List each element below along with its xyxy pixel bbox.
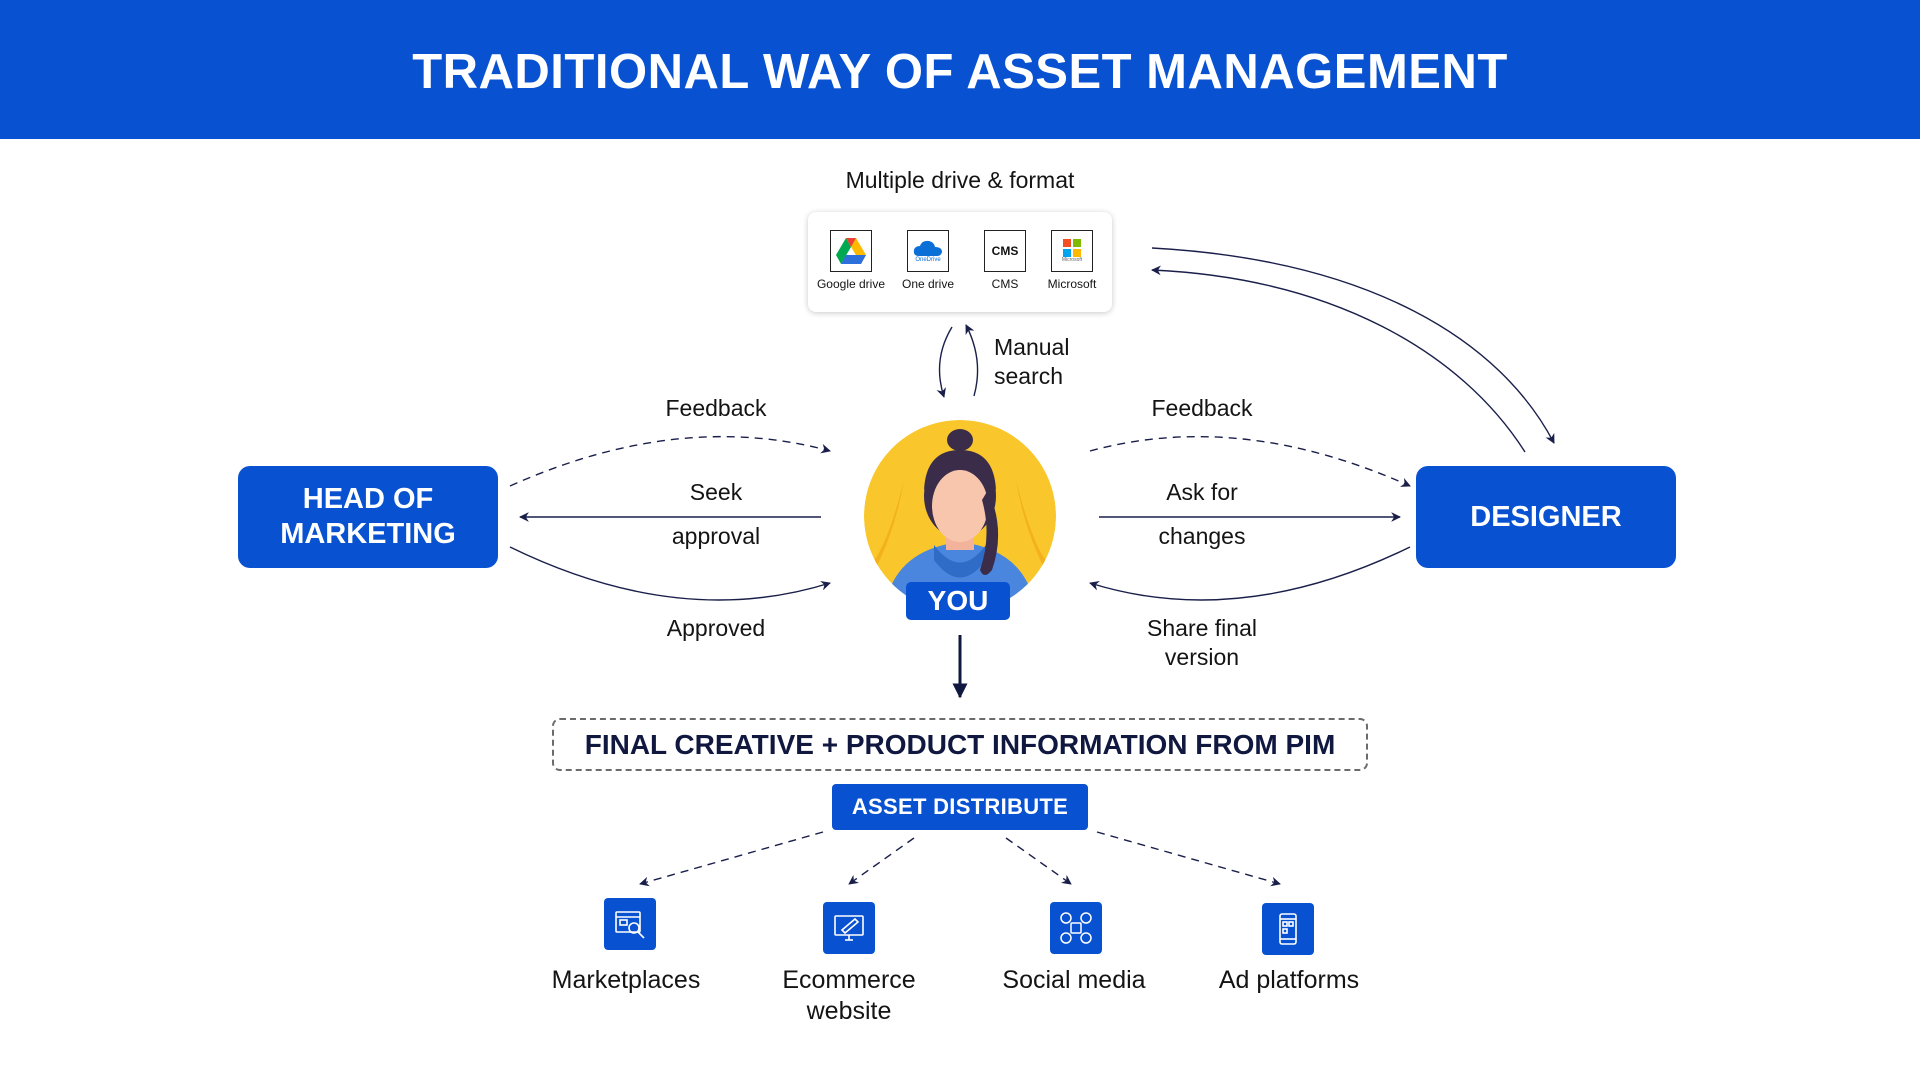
left-approved-label: Approved	[666, 615, 766, 641]
right-share-label: Share final version	[1102, 614, 1302, 672]
share-line1: Share final	[1147, 615, 1257, 641]
channel-ad-platforms: Ad platforms	[1179, 965, 1399, 996]
final-creative-box: FINAL CREATIVE + PRODUCT INFORMATION FRO…	[552, 718, 1368, 771]
microsoft-icon: Microsoft	[1051, 230, 1093, 272]
channel-social-media: Social media	[964, 965, 1184, 996]
left-seek-label: Seek	[689, 479, 743, 505]
channel-marketplaces: Marketplaces	[516, 965, 736, 996]
drive-label: One drive	[901, 277, 955, 291]
you-badge: YOU	[906, 582, 1010, 620]
page-title: TRADITIONAL WAY OF ASSET MANAGEMENT	[412, 45, 1508, 99]
left-approval-label: approval	[671, 523, 761, 549]
drive-label: CMS	[991, 277, 1019, 291]
left-feedback-label: Feedback	[665, 395, 767, 421]
drive-label: Microsoft	[1047, 277, 1097, 291]
microsoft-logo-text: Microsoft	[1061, 256, 1083, 263]
manual-search-line1: Manual	[994, 334, 1070, 360]
channel-line2: website	[806, 997, 892, 1025]
drive-onedrive: OneDrive One drive	[892, 230, 964, 291]
social-media-icon	[1050, 902, 1102, 954]
cms-logo-text: CMS	[991, 244, 1019, 258]
right-ask-label: Ask for	[1166, 479, 1238, 505]
marketplace-icon	[604, 898, 656, 950]
cms-icon: CMS	[984, 230, 1026, 272]
share-line2: version	[1164, 644, 1240, 670]
onedrive-logo-text: OneDrive	[915, 256, 941, 263]
head-of-marketing-line2: MARKETING	[280, 518, 456, 550]
right-changes-label: changes	[1158, 523, 1246, 549]
manual-search-line2: search	[994, 363, 1064, 389]
head-of-marketing-line1: HEAD OF	[302, 483, 434, 515]
drives-caption: Multiple drive & format	[845, 167, 1075, 193]
drive-google: Google drive	[815, 230, 887, 291]
head-of-marketing-box: HEAD OF MARKETING	[238, 466, 498, 568]
channel-line1: Ecommerce	[782, 966, 916, 994]
designer-box: DESIGNER	[1416, 466, 1676, 568]
designer-label: DESIGNER	[1470, 500, 1622, 533]
channel-line1: Ad platforms	[1218, 966, 1360, 994]
channel-line1: Marketplaces	[551, 966, 701, 994]
channel-line1: Social media	[1002, 966, 1146, 994]
drive-label: Google drive	[816, 277, 886, 291]
right-feedback-label: Feedback	[1151, 395, 1253, 421]
google-drive-icon	[830, 230, 872, 272]
drive-microsoft: Microsoft Microsoft	[1036, 230, 1108, 291]
ecommerce-icon	[823, 902, 875, 954]
onedrive-icon: OneDrive	[907, 230, 949, 272]
channel-ecommerce: Ecommerce website	[739, 965, 959, 1027]
drive-cms: CMS CMS	[969, 230, 1041, 291]
ad-platform-icon	[1262, 903, 1314, 955]
asset-distribute-button: ASSET DISTRIBUTE	[832, 784, 1088, 830]
drives-card: Google drive OneDrive One drive CMS CMS …	[808, 212, 1112, 312]
manual-search-label: Manual search	[994, 333, 1069, 391]
header-banner: TRADITIONAL WAY OF ASSET MANAGEMENT	[0, 0, 1920, 139]
